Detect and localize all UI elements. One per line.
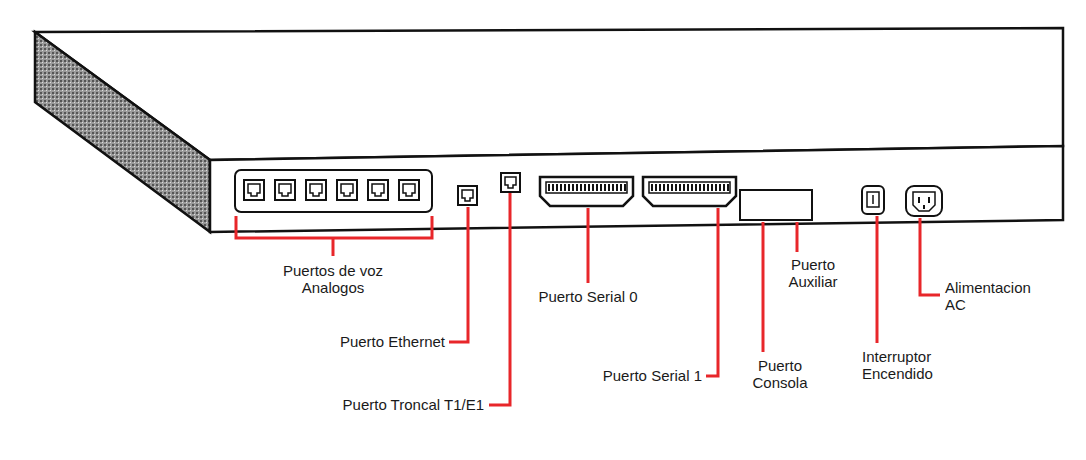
serial-pin-row [649, 182, 730, 193]
serial-pin [596, 184, 598, 191]
serial-pin [548, 184, 550, 191]
serial-1-connector [643, 177, 736, 206]
port-jack [399, 180, 419, 200]
serial-0-connector [540, 177, 633, 206]
power-switch-mark [872, 195, 874, 204]
port-label: Puerto Consola [745, 357, 815, 392]
serial-pin [703, 184, 705, 191]
port-label: Interruptor Encendido [862, 348, 952, 383]
voice-bracket [236, 216, 432, 238]
leader-line [876, 216, 879, 343]
port-jack [244, 180, 264, 200]
serial-pin [687, 184, 689, 191]
serial-pin [624, 184, 626, 191]
serial-pin [691, 184, 693, 191]
serial-pin [576, 184, 578, 191]
port-jack [337, 180, 357, 200]
ac-pin [928, 197, 930, 203]
serial-pin [564, 184, 566, 191]
serial-pin [600, 184, 602, 191]
port-jack-inner [248, 184, 260, 196]
serial-pin [616, 184, 618, 191]
console-aux-frame [740, 190, 812, 220]
port-label: Puerto Serial 1 [572, 367, 702, 384]
port-jack-inner [372, 184, 384, 196]
port-jack-inner [310, 184, 322, 196]
serial-pins [546, 182, 730, 193]
serial-pin [671, 184, 673, 191]
port-label: Puerto Ethernet [320, 333, 445, 350]
port-jack-inner [462, 190, 473, 201]
leader-line [332, 238, 335, 256]
leader-line [587, 208, 590, 283]
serial-pin [620, 184, 622, 191]
serial-pin [675, 184, 677, 191]
serial-pin [588, 184, 590, 191]
serial-pin [568, 184, 570, 191]
serial-pin [612, 184, 614, 191]
power-switch-rocker [867, 192, 879, 207]
serial-pin [651, 184, 653, 191]
serial-pin [659, 184, 661, 191]
serial-pin [580, 184, 582, 191]
serial-pin [560, 184, 562, 191]
port-jack [275, 180, 295, 200]
port-jack-inner [279, 184, 291, 196]
port-jack-inner [341, 184, 353, 196]
port-jack-inner [505, 177, 516, 188]
leader-line [762, 222, 765, 352]
leader-line [796, 222, 799, 252]
serial-pin [699, 184, 701, 191]
serial-pin-row [546, 182, 627, 193]
leader-line [920, 218, 940, 295]
serial-pin [715, 184, 717, 191]
leader-line [449, 207, 468, 342]
port-label: Alimentacion AC [945, 279, 1045, 314]
serial-pin [552, 184, 554, 191]
serial-pin [727, 184, 729, 191]
serial-pin [707, 184, 709, 191]
serial-pin [679, 184, 681, 191]
port-jack-inner [403, 184, 415, 196]
serial-pin [556, 184, 558, 191]
chassis-top [35, 28, 1063, 160]
leader-line [489, 193, 510, 405]
voice-port-group [235, 170, 432, 212]
port-jack [306, 180, 326, 200]
serial-pin [723, 184, 725, 191]
voice-ports [244, 180, 419, 200]
serial-pin [711, 184, 713, 191]
port-jack [501, 173, 520, 192]
serial-pin [572, 184, 574, 191]
ac-pin [918, 197, 920, 203]
ac-pin [923, 205, 925, 209]
serial-pin [608, 184, 610, 191]
serial-pin [655, 184, 657, 191]
port-label: Puerto Troncal T1/E1 [314, 396, 484, 413]
port-jack [458, 186, 477, 205]
power-switch [862, 186, 884, 214]
serial-pin [584, 184, 586, 191]
serial-pin [695, 184, 697, 191]
port-jack [368, 180, 388, 200]
serial-pin [663, 184, 665, 191]
serial-pin [719, 184, 721, 191]
port-label: Puerto Auxiliar [778, 256, 848, 291]
serial-pin [667, 184, 669, 191]
chassis-front [210, 146, 1063, 232]
port-label: Puertos de voz Analogos [273, 262, 393, 297]
leader-lines [236, 193, 940, 405]
leader-line [706, 208, 718, 376]
ac-inlet-socket [913, 192, 935, 211]
serial-pin [592, 184, 594, 191]
port-label: Puerto Serial 0 [523, 288, 653, 305]
serial-pin [683, 184, 685, 191]
serial-pin [604, 184, 606, 191]
chassis-side [35, 32, 210, 232]
ac-inlet [906, 186, 942, 216]
